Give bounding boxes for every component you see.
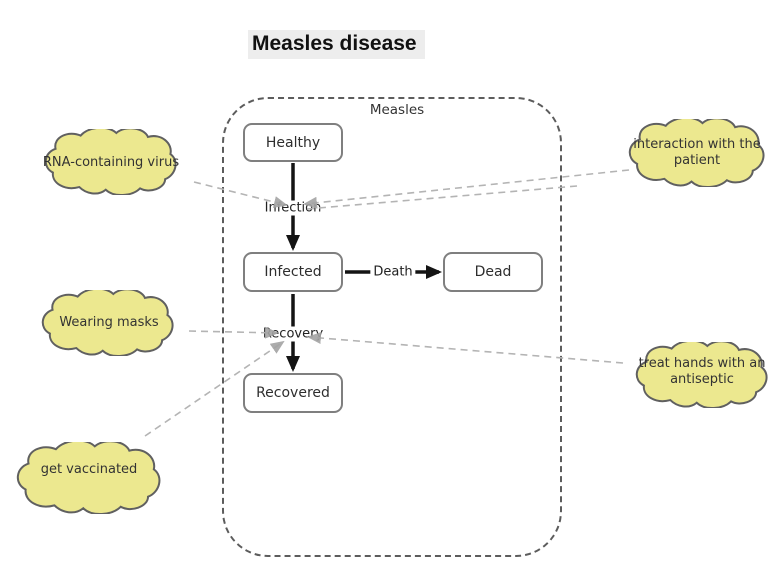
cloud-interaction-label: interaction with the patient: [633, 137, 761, 168]
transition-death-label: Death: [370, 264, 416, 280]
cloud-vaccinated-label: get vaccinated: [40, 462, 138, 477]
state-healthy: Healthy: [243, 123, 343, 162]
boundary-label: Measles: [369, 102, 425, 118]
state-infected: Infected: [243, 252, 343, 292]
cloud-masks-label: Wearing masks: [59, 315, 159, 330]
state-dead-label: Dead: [474, 264, 512, 280]
cloud-rna-label: RNA-containing virus: [42, 155, 180, 170]
measles-boundary: [222, 97, 562, 557]
state-infected-label: Infected: [264, 264, 322, 280]
transition-recovery-label: Recovery: [259, 326, 327, 342]
transition-infection-label: Infection: [261, 200, 325, 216]
state-dead: Dead: [443, 252, 543, 292]
diagram-title: Measles disease: [248, 30, 425, 59]
state-recovered: Recovered: [243, 373, 343, 413]
state-healthy-label: Healthy: [265, 134, 321, 151]
cloud-antiseptic-label: treat hands with an antiseptic: [638, 356, 766, 387]
state-recovered-label: Recovered: [256, 385, 330, 401]
